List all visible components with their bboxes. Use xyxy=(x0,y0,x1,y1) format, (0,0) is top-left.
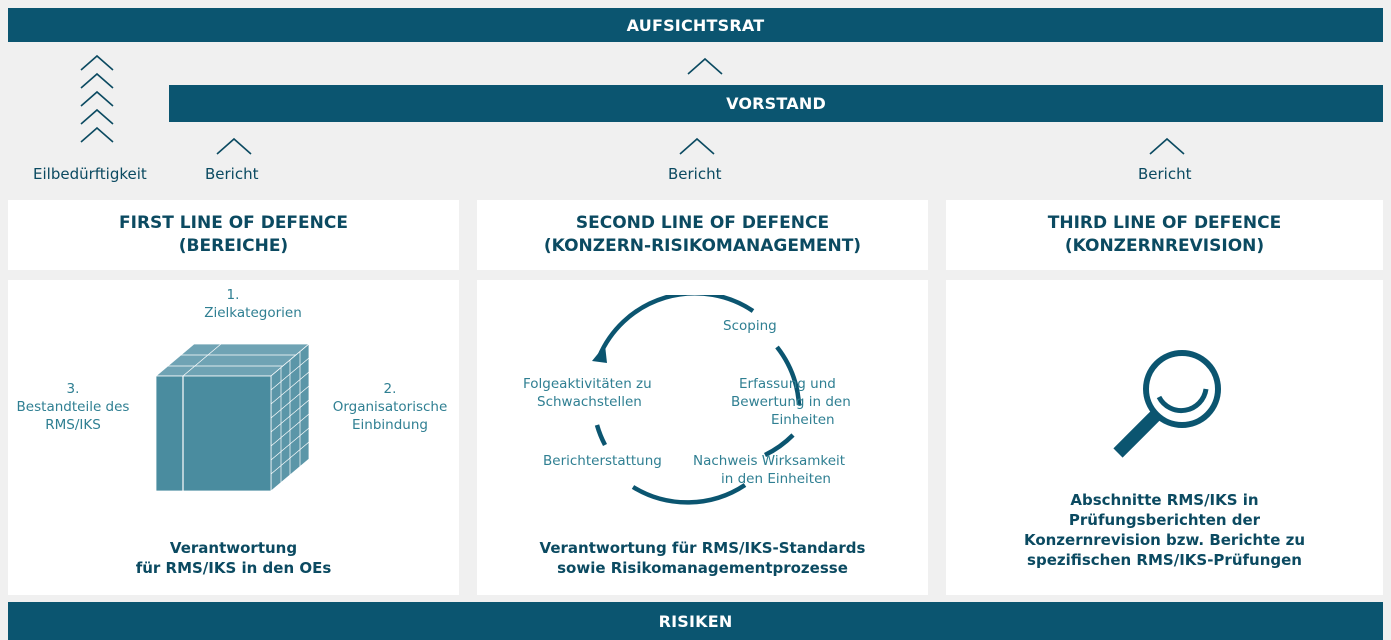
second-line-responsibility-line2: sowie Risikomanagementprozesse xyxy=(557,559,848,577)
supervisory-board-label: AUFSICHTSRAT xyxy=(626,15,765,35)
second-line-responsibility-line1: Verantwortung für RMS/IKS-Standards xyxy=(539,539,866,557)
second-line-title: SECOND LINE OF DEFENCE xyxy=(575,213,830,233)
first-line-panel: 1. Zielkategorien 3. Bestandteile des RM… xyxy=(8,280,459,595)
cycle-evidence-line1: Nachweis Wirksamkeit xyxy=(693,453,846,469)
report-label-2: Bericht xyxy=(668,165,722,183)
first-line-responsibility: Verantwortung für RMS/IKS in den OEs xyxy=(8,538,459,578)
cube-right-number: 2. xyxy=(383,381,397,397)
third-line-panel: Abschnitte RMS/IKS in Prüfungsberichten … xyxy=(946,280,1383,595)
third-line-subtitle: (KONZERNREVISION) xyxy=(1064,236,1265,256)
urgency-chevron-stack-icon xyxy=(80,54,114,143)
second-line-header: SECOND LINE OF DEFENCE (KONZERN-RISIKOMA… xyxy=(477,200,928,270)
cycle-assessment-line3: Einheiten xyxy=(771,412,835,428)
cycle-reporting: Berichterstattung xyxy=(543,453,662,469)
second-line-panel: Scoping Erfassung und Bewertung in den E… xyxy=(477,280,928,595)
third-line-header: THIRD LINE OF DEFENCE (KONZERNREVISION) xyxy=(946,200,1383,270)
third-line-responsibility-line1: Abschnitte RMS/IKS in xyxy=(1070,491,1259,509)
cube-left-number: 3. xyxy=(66,381,80,397)
cycle-followup-line2: Schwachstellen xyxy=(537,394,642,410)
supervisory-board-bar: AUFSICHTSRAT xyxy=(8,8,1383,42)
report-chevron-2-icon xyxy=(679,137,715,155)
third-line-responsibility-line3: Konzernrevision bzw. Berichte zu xyxy=(1023,531,1306,549)
third-line-responsibility-line2: Prüfungsberichten der xyxy=(1068,511,1261,529)
cube-top-label: Zielkategorien xyxy=(204,305,302,321)
cycle-assessment-line2: Bewertung in den xyxy=(731,394,851,410)
executive-board-bar: VORSTAND xyxy=(169,85,1383,122)
risks-bar: RISIKEN xyxy=(8,602,1383,640)
first-line-title: FIRST LINE OF DEFENCE xyxy=(119,213,348,233)
cube-left-label-line1: Bestandteile des xyxy=(16,399,130,415)
cube-left-label-line2: RMS/IKS xyxy=(45,417,101,433)
cube-top-number: 1. xyxy=(226,287,240,303)
second-line-responsibility: Verantwortung für RMS/IKS-Standards sowi… xyxy=(477,538,928,578)
cycle-assessment-line1: Erfassung und xyxy=(739,376,836,392)
risk-management-cycle-icon xyxy=(592,295,802,505)
urgency-label: Eilbedürftigkeit xyxy=(33,165,147,183)
cycle-followup-line1: Folgeaktivitäten zu xyxy=(523,376,652,392)
report-chevron-3-icon xyxy=(1149,137,1185,155)
rms-cube-icon xyxy=(154,343,311,492)
board-up-chevron-icon xyxy=(687,57,723,75)
second-line-subtitle: (KONZERN-RISIKOMANAGEMENT) xyxy=(543,236,862,256)
magnifier-icon xyxy=(1113,350,1221,458)
cube-right-label-line1: Organisatorische xyxy=(332,399,448,415)
first-line-subtitle: (BEREICHE) xyxy=(178,236,289,256)
first-line-header: FIRST LINE OF DEFENCE (BEREICHE) xyxy=(8,200,459,270)
risks-label: RISIKEN xyxy=(658,611,733,631)
third-line-responsibility: Abschnitte RMS/IKS in Prüfungsberichten … xyxy=(946,490,1383,570)
cube-right-label-line2: Einbindung xyxy=(352,417,428,433)
first-line-responsibility-line2: für RMS/IKS in den OEs xyxy=(135,559,332,577)
first-line-responsibility-line1: Verantwortung xyxy=(169,539,298,557)
report-label-1: Bericht xyxy=(205,165,259,183)
report-chevron-1-icon xyxy=(216,137,252,155)
executive-board-label: VORSTAND xyxy=(726,94,826,113)
cycle-evidence-line2: in den Einheiten xyxy=(721,471,831,487)
report-label-3: Bericht xyxy=(1138,165,1192,183)
third-line-title: THIRD LINE OF DEFENCE xyxy=(1047,213,1282,233)
cycle-scoping: Scoping xyxy=(723,318,777,334)
third-line-responsibility-line4: spezifischen RMS/IKS-Prüfungen xyxy=(1027,551,1302,569)
